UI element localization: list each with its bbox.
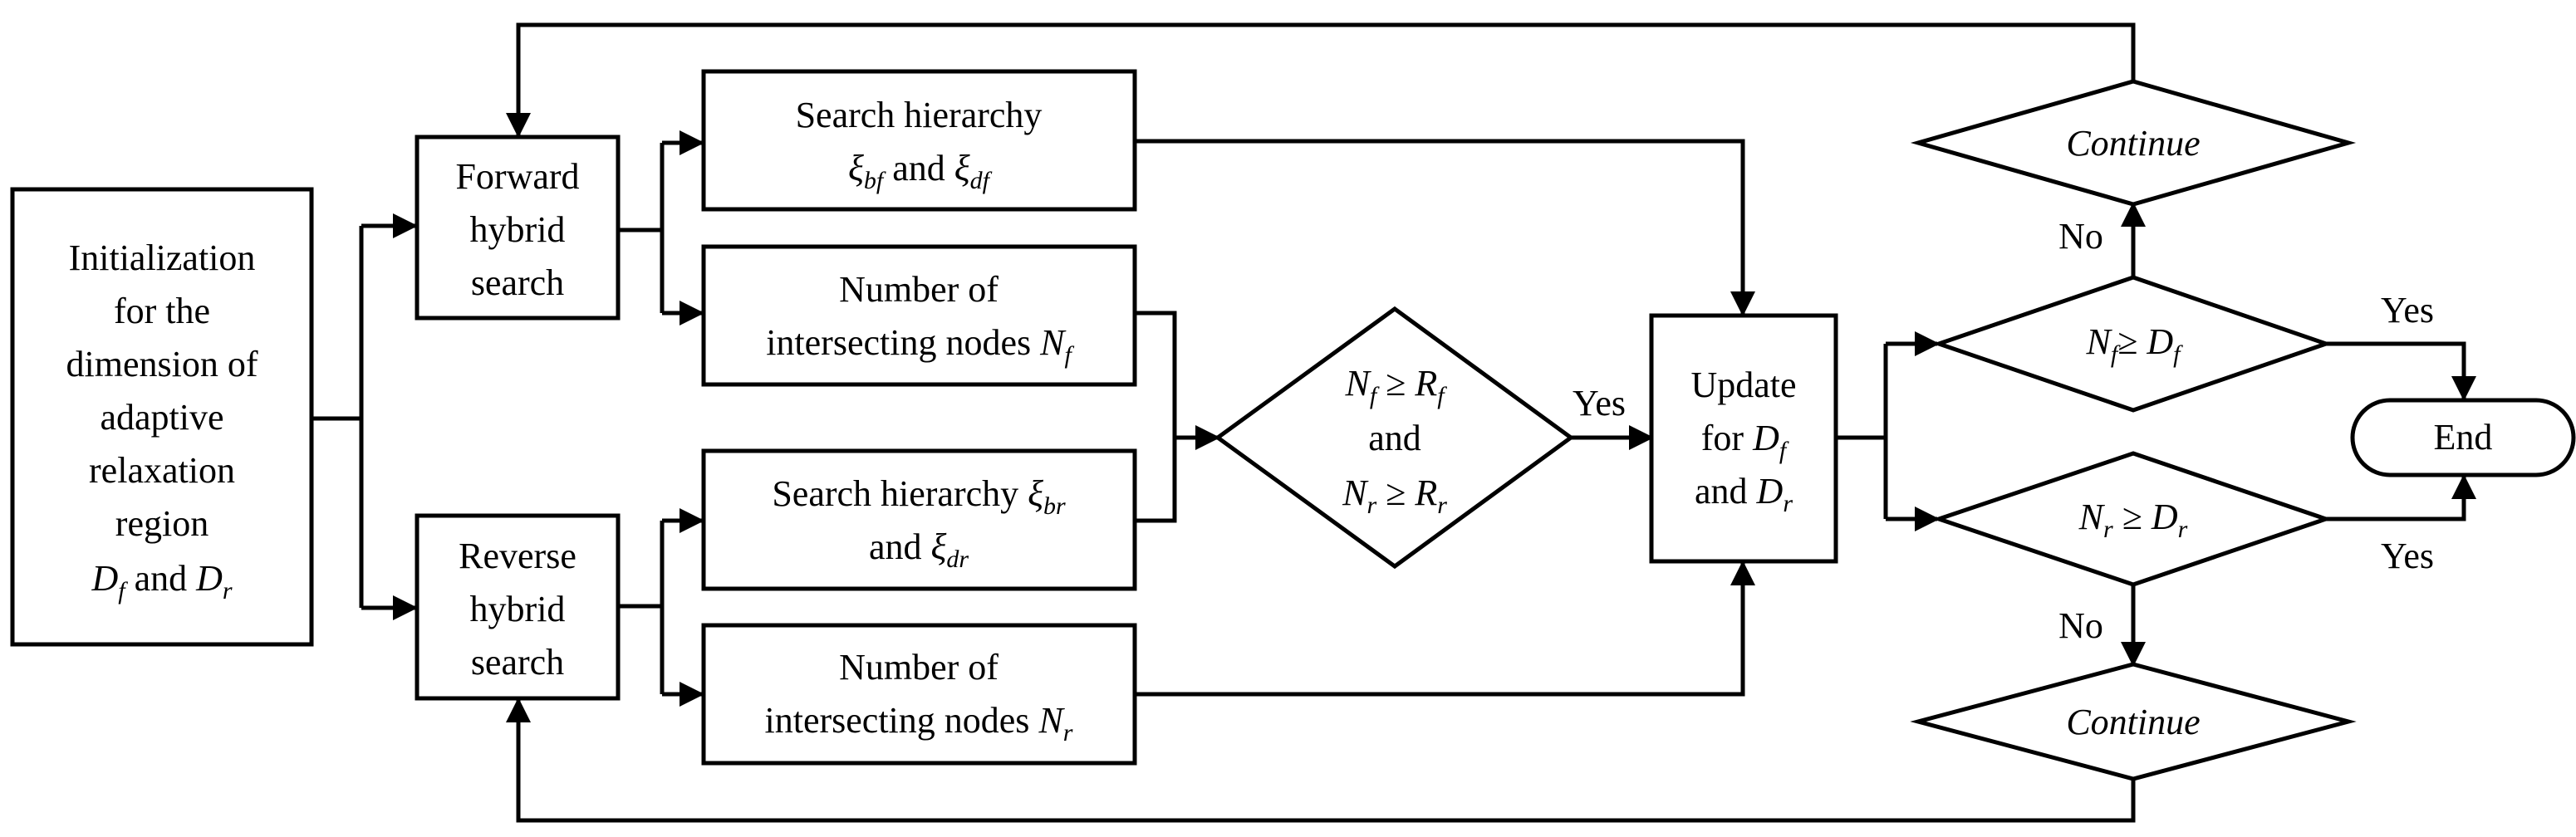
check-r-text: Nr ≥ Dr: [2078, 497, 2188, 543]
continue-bottom-text: Continue: [2066, 702, 2200, 742]
update-line-2: for Df: [1701, 418, 1789, 464]
init-line-2: for the: [114, 291, 210, 331]
check-f-shape: [1932, 275, 2333, 413]
update-line-1: Update: [1690, 365, 1796, 405]
number-r-rect: [701, 623, 1137, 766]
connectors: [313, 22, 2476, 823]
reverse-rect: [415, 513, 621, 701]
check-f-text: Nf≥ Df: [2086, 321, 2184, 368]
number-f-box: Number of intersecting nodes Nf: [701, 244, 1137, 387]
end-shape: [2350, 398, 2576, 477]
edge-to-decision-bracket: [1135, 311, 1177, 523]
init-line-7: Df and Dr: [91, 558, 232, 604]
init-line-6: region: [115, 503, 209, 544]
label-yes-f: Yes: [2381, 290, 2434, 330]
decision-main-line-1: Nf ≥ Rf: [1344, 363, 1447, 409]
label-no-f: No: [2058, 216, 2103, 257]
number-r-line-1: Number of: [839, 647, 999, 688]
end-terminator: End: [2350, 398, 2576, 477]
reverse-line-3: search: [471, 642, 564, 683]
update-rect: [1649, 313, 1838, 564]
forward-rect: [415, 135, 621, 321]
search-f-line-1: Search hierarchy: [796, 95, 1043, 135]
search-r-box: Search hierarchy ξbr and ξdr: [701, 448, 1137, 591]
reverse-line-1: Reverse: [459, 536, 577, 576]
edge-check-r-yes: [2326, 474, 2476, 521]
check-f: Nf≥ Df: [1932, 275, 2333, 413]
number-f-line-1: Number of: [839, 269, 999, 310]
number-f-rect: [701, 244, 1137, 387]
search-f-box: Search hierarchy ξbf and ξdf: [701, 69, 1137, 212]
decision-main: Nf ≥ Rf and Nr ≥ Rr: [1214, 306, 1575, 570]
forward-line-2: hybrid: [470, 209, 566, 250]
check-r: Nr ≥ Dr: [1932, 451, 2333, 587]
init-line-4: adaptive: [100, 397, 223, 438]
update-box: Update for Df and Dr: [1649, 313, 1838, 564]
search-r-line-2: and ξdr: [869, 526, 969, 573]
label-no-r: No: [2058, 605, 2103, 646]
search-r-line-1: Search hierarchy ξbr: [772, 473, 1066, 520]
edge-continue-to-reverse: [506, 698, 2136, 823]
forward-line-1: Forward: [455, 156, 579, 197]
update-line-3: and Dr: [1695, 471, 1793, 517]
continue-top: Continue: [1910, 79, 2357, 207]
number-r-line-2: intersecting nodes Nr: [765, 700, 1073, 746]
search-f-rect: [701, 69, 1137, 212]
end-text: End: [2434, 417, 2493, 458]
decision-main-shape: [1214, 306, 1575, 570]
continue-top-text: Continue: [2066, 123, 2200, 164]
reverse-box: Reverse hybrid search: [415, 513, 621, 701]
number-r-box: Number of intersecting nodes Nr: [701, 623, 1137, 766]
forward-box: Forward hybrid search: [415, 135, 621, 321]
init-rect: [10, 187, 314, 647]
continue-bottom-shape: [1910, 662, 2357, 781]
forward-line-3: search: [471, 262, 564, 303]
decision-main-line-2: and: [1368, 418, 1421, 458]
init-line-3: dimension of: [66, 344, 258, 384]
continue-top-shape: [1910, 79, 2357, 207]
init-line-5: relaxation: [89, 450, 235, 491]
label-yes-main: Yes: [1573, 383, 1626, 423]
init-box: Initialization for the dimension of adap…: [10, 187, 314, 647]
search-r-rect: [701, 448, 1137, 591]
check-r-shape: [1932, 451, 2333, 587]
decision-main-line-3: Nr ≥ Rr: [1342, 472, 1447, 519]
edge-continue-to-forward: [506, 22, 2136, 138]
edge-number-r-to-update: [1135, 560, 1755, 697]
search-f-line-2: ξbf and ξdf: [848, 148, 993, 194]
reverse-line-2: hybrid: [470, 589, 566, 629]
continue-bottom: Continue: [1910, 662, 2357, 781]
label-yes-r: Yes: [2381, 536, 2434, 576]
edge-check-f-yes: [2326, 341, 2476, 401]
init-line-1: Initialization: [69, 237, 256, 278]
edge-search-f-to-update: [1135, 139, 1755, 316]
number-f-line-2: intersecting nodes Nf: [766, 322, 1074, 369]
